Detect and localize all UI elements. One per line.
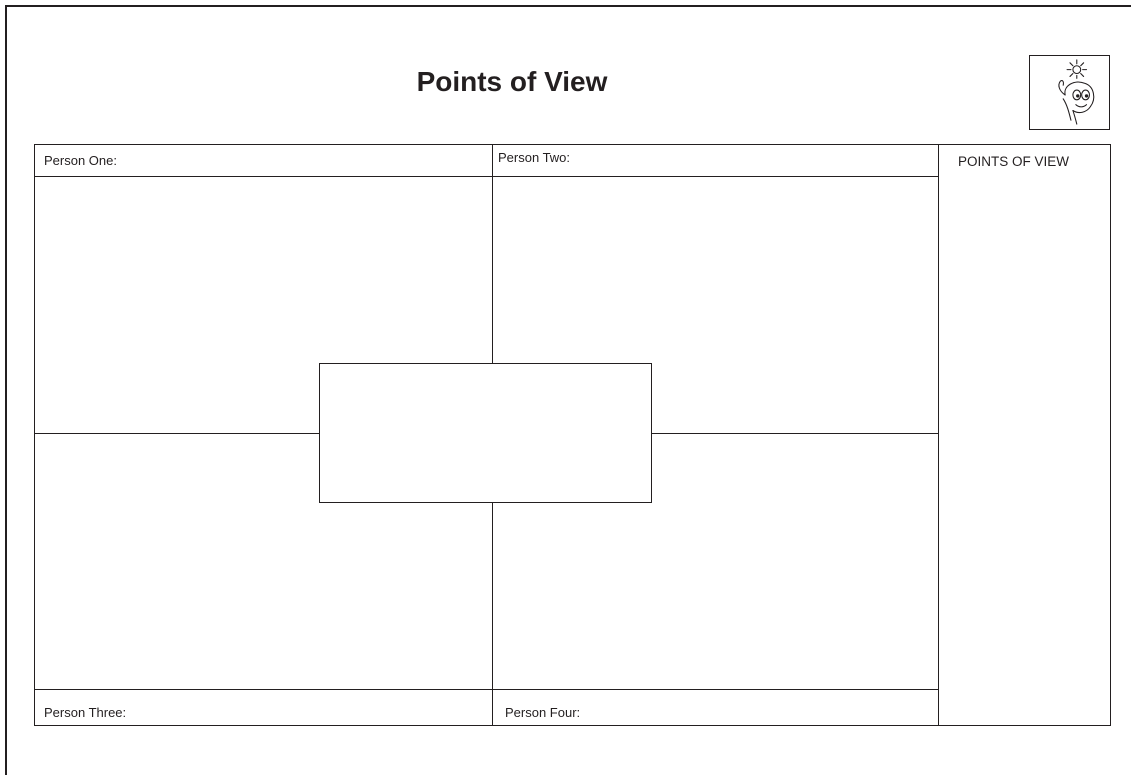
person-four-label: Person Four:: [505, 705, 580, 720]
person-three-label: Person Three:: [44, 705, 126, 720]
center-topic-box[interactable]: [319, 363, 652, 503]
person-two-label: Person Two:: [498, 150, 570, 165]
person-one-label: Person One:: [44, 153, 117, 168]
points-of-view-sidebar[interactable]: [938, 144, 1111, 726]
sidebar-title: POINTS OF VIEW: [958, 154, 1069, 169]
person-one-header-divider: [34, 176, 939, 177]
thinking-face-lightbulb-icon: [1029, 55, 1110, 130]
page-title: Points of View: [0, 66, 1024, 98]
person-three-footer-divider: [34, 689, 939, 690]
